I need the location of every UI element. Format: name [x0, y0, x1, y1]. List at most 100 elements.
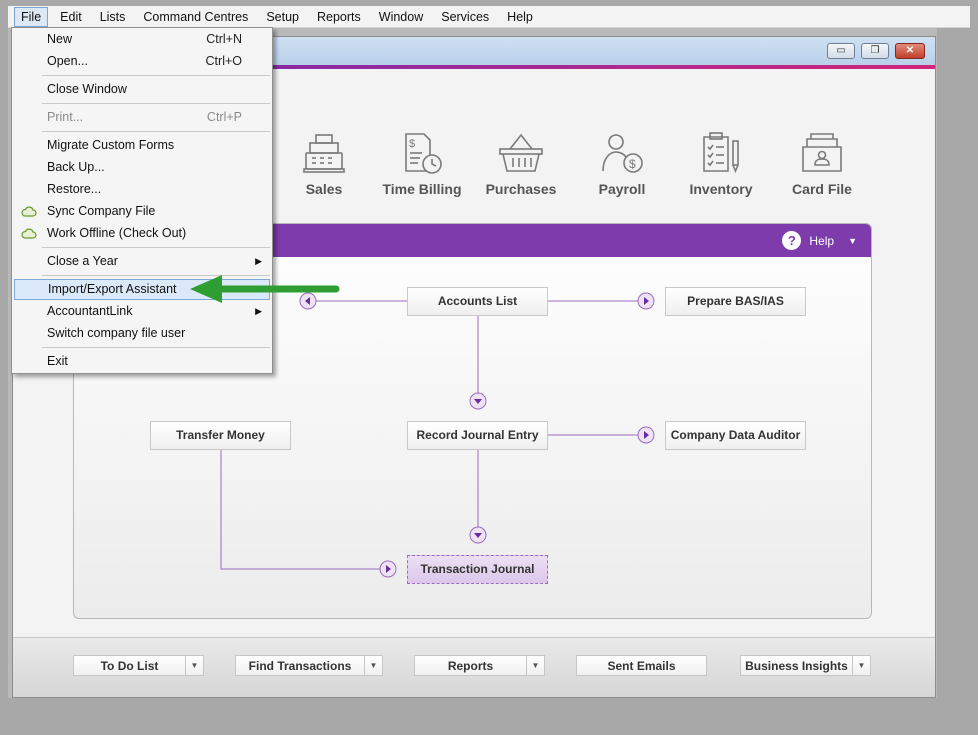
svg-text:$: $: [629, 157, 636, 171]
chevron-down-icon[interactable]: ▼: [526, 656, 544, 675]
time-billing-icon: $: [405, 133, 442, 174]
chevron-down-icon[interactable]: ▼: [364, 656, 382, 675]
menu-item-close-window[interactable]: Close Window: [14, 79, 270, 100]
reports-button[interactable]: Reports ▼: [414, 655, 545, 676]
menu-item-migrate-custom-forms[interactable]: Migrate Custom Forms: [14, 135, 270, 156]
chevron-down-icon: ▼: [848, 235, 857, 246]
business-insights-label: Business Insights: [745, 658, 848, 673]
find-transactions-label: Find Transactions: [248, 658, 352, 673]
menu-item-open[interactable]: Open... Ctrl+O: [14, 51, 270, 72]
arrow-right-icon: [637, 292, 655, 310]
menu-services[interactable]: Services: [441, 9, 490, 24]
menu-item-label: Close a Year: [47, 254, 118, 268]
arrow-right-icon: [637, 426, 655, 444]
menu-item-sync-company-file[interactable]: Sync Company File: [14, 201, 270, 222]
module-label: Sales: [305, 181, 343, 197]
menu-item-label: Open...: [47, 54, 88, 68]
to-do-list-label: To Do List: [100, 658, 159, 673]
module-sales[interactable]: Sales: [269, 131, 379, 197]
menu-item-back-up[interactable]: Back Up...: [14, 157, 270, 178]
annotation-arrow-icon: [190, 275, 340, 303]
menu-item-shortcut: Ctrl+O: [205, 54, 242, 68]
menu-help[interactable]: Help: [507, 9, 533, 24]
chevron-down-icon[interactable]: ▼: [185, 656, 203, 675]
menu-item-label: AccountantLink: [47, 304, 133, 318]
arrow-down-icon: [469, 526, 487, 544]
arrow-down-icon: [469, 392, 487, 410]
module-label: Inventory: [689, 181, 753, 197]
find-transactions-button[interactable]: Find Transactions ▼: [235, 655, 383, 676]
menu-setup[interactable]: Setup: [266, 9, 299, 24]
menu-item-close-a-year[interactable]: Close a Year ▶: [14, 251, 270, 272]
menu-item-label: Close Window: [47, 82, 127, 96]
business-insights-button[interactable]: Business Insights ▼: [740, 655, 871, 676]
close-button[interactable]: ✕: [895, 43, 925, 59]
cloud-icon: [21, 228, 37, 239]
menu-item-shortcut: Ctrl+N: [206, 32, 242, 46]
reports-label: Reports: [447, 658, 494, 673]
menu-item-label: Back Up...: [47, 160, 105, 174]
menu-separator: [42, 347, 270, 348]
file-menu-dropdown: New Ctrl+N Open... Ctrl+O Close Window P…: [11, 27, 273, 374]
transaction-journal-button[interactable]: Transaction Journal: [407, 555, 548, 584]
bottom-toolbar: To Do List ▼ Find Transactions ▼ Reports…: [13, 637, 935, 697]
menu-item-restore[interactable]: Restore...: [14, 179, 270, 200]
company-data-auditor-button[interactable]: Company Data Auditor: [665, 421, 806, 450]
chevron-down-icon[interactable]: ▼: [852, 656, 870, 675]
prepare-bas-button[interactable]: Prepare BAS/IAS: [665, 287, 806, 316]
menu-separator: [42, 75, 270, 76]
accent-stripe: [13, 65, 935, 69]
menu-item-print: Print... Ctrl+P: [14, 107, 270, 128]
module-inventory[interactable]: Inventory: [666, 131, 776, 197]
module-time-billing[interactable]: $ Time Billing: [367, 131, 477, 197]
module-card-file[interactable]: Card File: [767, 131, 877, 197]
payroll-person-icon: $: [602, 134, 643, 173]
sent-emails-button[interactable]: Sent Emails: [576, 655, 707, 676]
menu-separator: [42, 247, 270, 248]
module-label: Time Billing: [382, 181, 462, 197]
sent-emails-label: Sent Emails: [607, 658, 676, 673]
menu-lists[interactable]: Lists: [99, 9, 126, 24]
submenu-arrow-icon: ▶: [255, 256, 262, 266]
restore-button[interactable]: ❐: [861, 43, 889, 59]
menu-separator: [42, 275, 270, 276]
help-button[interactable]: ? Help ▼: [782, 231, 857, 250]
submenu-arrow-icon: ▶: [255, 306, 262, 316]
menu-item-label: Sync Company File: [47, 204, 156, 218]
cash-register-icon: [303, 134, 345, 173]
module-purchases[interactable]: Purchases: [466, 131, 576, 197]
flow-connectors: [220, 300, 646, 570]
menu-item-label: Exit: [47, 354, 68, 368]
menu-command-centres[interactable]: Command Centres: [143, 9, 249, 24]
menu-item-exit[interactable]: Exit: [14, 351, 270, 372]
menu-file[interactable]: File: [14, 6, 49, 27]
module-label: Purchases: [485, 181, 557, 197]
menu-bar: File Edit Lists Command Centres Setup Re…: [8, 6, 970, 28]
menu-item-label: Switch company file user: [47, 326, 186, 340]
inventory-clipboard-icon: [703, 132, 739, 174]
menu-item-label: New: [47, 32, 73, 46]
module-label: Card File: [792, 181, 852, 197]
menu-item-label: Work Offline (Check Out): [47, 226, 187, 240]
help-icon: ?: [782, 231, 802, 250]
menu-separator: [42, 131, 270, 132]
menu-item-new[interactable]: New Ctrl+N: [14, 29, 270, 50]
menu-item-accountantlink[interactable]: AccountantLink ▶: [14, 301, 270, 322]
menu-reports[interactable]: Reports: [316, 9, 361, 24]
accounts-list-button[interactable]: Accounts List: [407, 287, 548, 316]
menu-item-label: Restore...: [47, 182, 102, 196]
to-do-list-button[interactable]: To Do List ▼: [73, 655, 204, 676]
cloud-icon: [21, 206, 37, 217]
module-payroll[interactable]: $ Payroll: [567, 131, 677, 197]
transfer-money-button[interactable]: Transfer Money: [150, 421, 291, 450]
menu-item-work-offline[interactable]: Work Offline (Check Out): [14, 223, 270, 244]
basket-icon: [499, 133, 543, 172]
menu-edit[interactable]: Edit: [60, 9, 82, 24]
menu-item-switch-company-file-user[interactable]: Switch company file user: [14, 323, 270, 344]
arrow-left-icon: [299, 292, 317, 310]
record-journal-entry-button[interactable]: Record Journal Entry: [407, 421, 548, 450]
module-label: Payroll: [598, 181, 646, 197]
minimize-button[interactable]: ▭: [827, 43, 855, 59]
menu-window[interactable]: Window: [378, 9, 424, 24]
card-file-icon: [802, 133, 842, 172]
